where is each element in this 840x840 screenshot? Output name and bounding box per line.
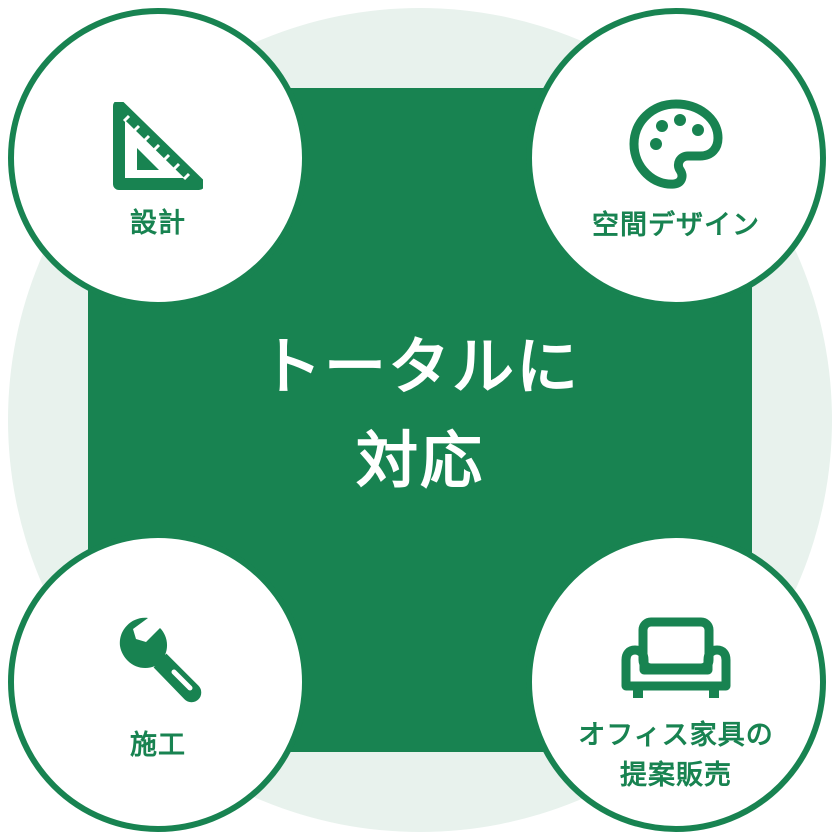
node-furniture-label-line-1: オフィス家具の [578, 720, 774, 751]
node-design: 設計 [8, 8, 308, 308]
palette-icon [629, 99, 723, 189]
center-title: トータルに 対応 [170, 320, 670, 508]
node-furniture-label: オフィス家具の 提案販売 [542, 716, 810, 796]
node-furniture-label-line-2: 提案販売 [620, 760, 732, 791]
node-design-label: 設計 [24, 204, 292, 244]
node-construction: 施工 [8, 532, 308, 832]
node-construction-label: 施工 [24, 726, 292, 766]
node-space-design-label-line-1: 空間デザイン [592, 210, 760, 241]
node-space-design-label: 空間デザイン [542, 206, 810, 246]
center-title-line-1: トータルに [259, 330, 580, 403]
wrench-icon [119, 617, 202, 703]
node-design-label-line-1: 設計 [130, 208, 186, 239]
sofa-icon [621, 617, 731, 698]
center-title-line-2: 対応 [355, 424, 484, 497]
node-construction-label-line-1: 施工 [130, 730, 186, 761]
node-space-design: 空間デザイン [526, 8, 826, 308]
node-furniture: オフィス家具の 提案販売 [526, 532, 826, 832]
set-square-icon [113, 102, 203, 190]
